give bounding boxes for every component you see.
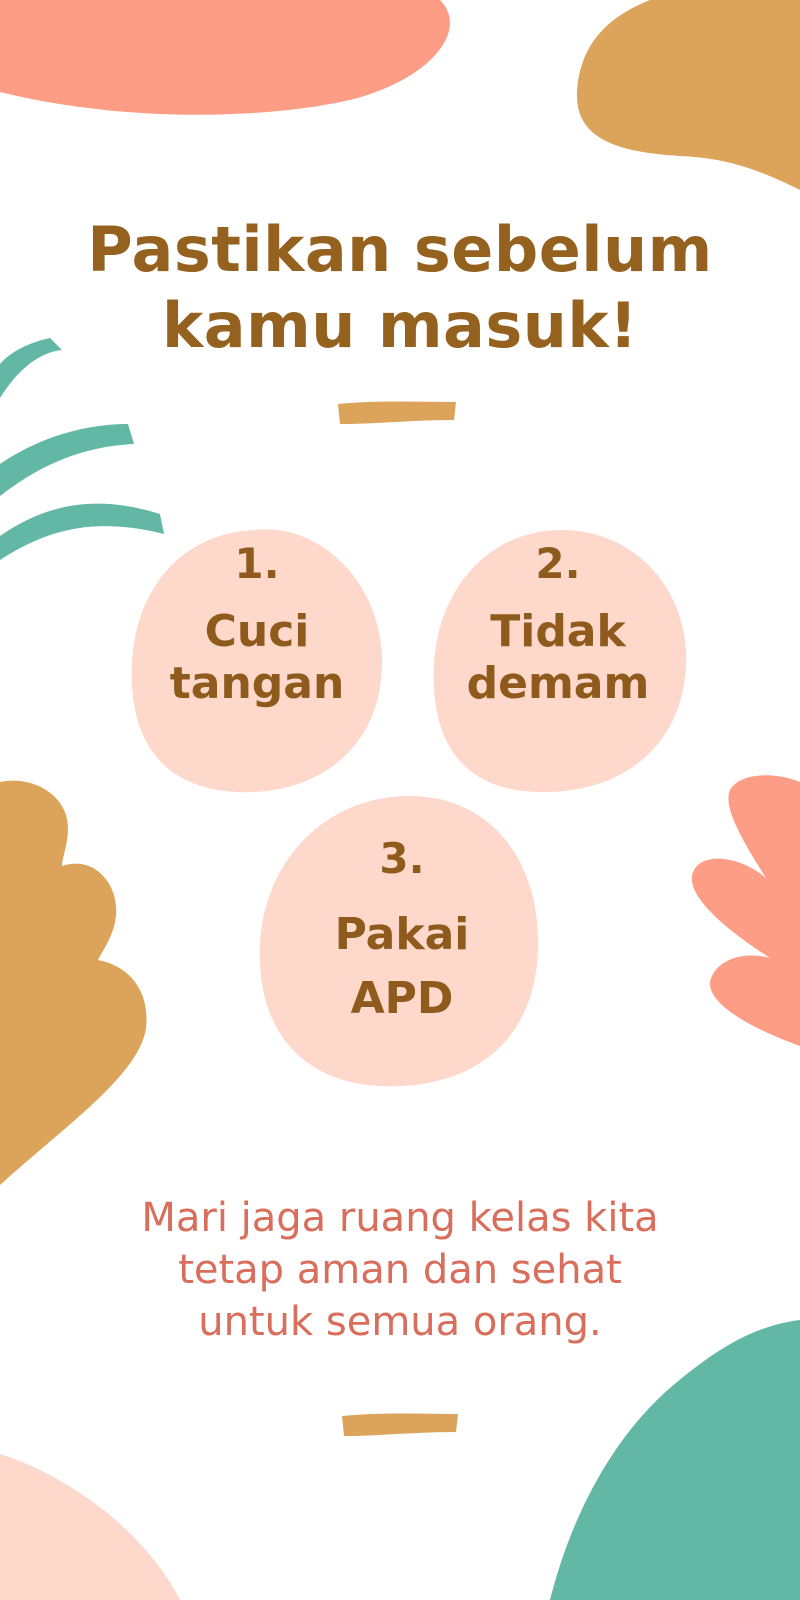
step-2-number: 2. <box>535 539 581 588</box>
leaf-stroke-teal-1 <box>0 338 62 398</box>
leaf-right-salmon <box>691 775 800 1046</box>
step-1-label-line-1: Cuci <box>204 606 310 657</box>
footer-message: Mari jaga ruang kelas kita tetap aman da… <box>100 1192 700 1348</box>
step-1-number: 1. <box>234 539 280 588</box>
step-3-label-line-2: APD <box>350 973 454 1024</box>
footer-line-2: tetap aman dan sehat <box>178 1247 622 1293</box>
blob-top-right-mustard <box>576 0 800 190</box>
step-2-label-line-2: demam <box>466 658 650 709</box>
blob-top-left-salmon <box>0 0 450 115</box>
blob-bottom-left-peach <box>0 1454 180 1600</box>
title-line-2: kamu masuk! <box>162 289 638 362</box>
step-blob-3 <box>259 795 539 1087</box>
brush-stroke-top <box>338 401 456 424</box>
step-3-number: 3. <box>379 834 425 883</box>
page-title: Pastikan sebelum kamu masuk! <box>70 212 730 364</box>
brush-stroke-bottom <box>342 1413 458 1436</box>
step-2: 2. Tidak demam <box>428 540 688 710</box>
step-blob-1 <box>131 529 383 793</box>
step-1: 1. Cuci tangan <box>132 540 382 710</box>
leaf-stroke-teal-2 <box>0 424 134 496</box>
footer-line-1: Mari jaga ruang kelas kita <box>141 1195 659 1241</box>
step-3-label-line-1: Pakai <box>334 909 470 960</box>
footer-line-3: untuk semua orang. <box>198 1299 602 1345</box>
step-blob-2 <box>433 530 687 793</box>
step-3: 3. Pakai APD <box>262 835 542 1031</box>
step-2-label-line-1: Tidak <box>490 606 626 657</box>
leaf-left-mustard <box>0 780 147 1185</box>
step-1-label-line-2: tangan <box>169 658 345 709</box>
leaf-stroke-teal-3 <box>0 503 164 560</box>
title-line-1: Pastikan sebelum <box>87 213 713 286</box>
blob-bottom-right-teal <box>550 1320 800 1600</box>
